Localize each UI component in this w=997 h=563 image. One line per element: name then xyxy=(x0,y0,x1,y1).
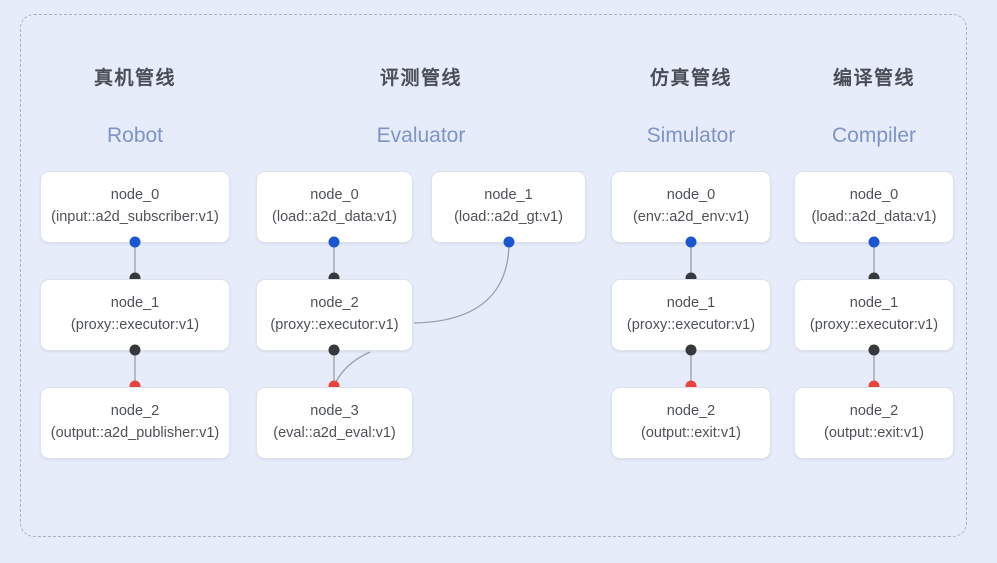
port-evaluator-2-input[interactable] xyxy=(328,272,340,284)
port-robot-1-output[interactable] xyxy=(129,344,141,356)
node-compiler-1-name: node_1 xyxy=(849,295,899,312)
column-subtitle-robot: Robot xyxy=(106,124,164,147)
node-robot-2-name: node_2 xyxy=(110,403,160,420)
node-evaluator-2-type: (proxy::executor:v1) xyxy=(270,317,399,333)
node-simulator-1-name: node_1 xyxy=(666,295,716,312)
node-simulator-1[interactable]: node_1 (proxy::executor:v1) xyxy=(611,279,771,351)
column-subtitle-compiler: Compiler xyxy=(831,124,917,147)
node-robot-2-type: (output::a2d_publisher:v1) xyxy=(50,425,220,441)
edge-eval-executor-to-eval xyxy=(333,351,371,387)
node-robot-2[interactable]: node_2 (output::a2d_publisher:v1) xyxy=(40,387,230,459)
port-evaluator-2-output[interactable] xyxy=(328,344,340,356)
node-compiler-2[interactable]: node_2 (output::exit:v1) xyxy=(794,387,954,459)
column-title-robot: 真机管线 xyxy=(93,68,176,89)
port-evaluator-1-output[interactable] xyxy=(503,236,515,248)
port-evaluator-3-input[interactable] xyxy=(328,380,340,392)
port-simulator-1-output[interactable] xyxy=(685,344,697,356)
node-simulator-2-type: (output::exit:v1) xyxy=(641,425,741,441)
port-simulator-2-input[interactable] xyxy=(685,380,697,392)
node-simulator-2[interactable]: node_2 (output::exit:v1) xyxy=(611,387,771,459)
port-simulator-1-input[interactable] xyxy=(685,272,697,284)
node-simulator-1-type: (proxy::executor:v1) xyxy=(626,317,756,333)
port-compiler-1-input[interactable] xyxy=(868,272,880,284)
node-robot-1[interactable]: node_1 (proxy::executor:v1) xyxy=(40,279,230,351)
port-robot-2-input[interactable] xyxy=(129,380,141,392)
port-simulator-0-output[interactable] xyxy=(685,236,697,248)
node-evaluator-1-type: (load::a2d_gt:v1) xyxy=(454,209,563,225)
node-evaluator-3[interactable]: node_3 (eval::a2d_eval:v1) xyxy=(256,387,413,459)
node-simulator-2-name: node_2 xyxy=(666,403,716,420)
node-evaluator-2[interactable]: node_2 (proxy::executor:v1) xyxy=(256,279,413,351)
node-robot-0-type: (input::a2d_subscriber:v1) xyxy=(51,209,219,225)
column-subtitle-simulator: Simulator xyxy=(646,124,736,147)
column-title-compiler: 编译管线 xyxy=(832,68,915,89)
node-evaluator-3-name: node_3 xyxy=(310,403,359,420)
port-compiler-1-output[interactable] xyxy=(868,344,880,356)
node-compiler-0-type: (load::a2d_data:v1) xyxy=(811,209,937,225)
node-compiler-0-name: node_0 xyxy=(849,187,899,204)
node-robot-1-type: (proxy::executor:v1) xyxy=(70,317,200,333)
node-evaluator-2-name: node_2 xyxy=(310,295,359,312)
node-simulator-0-name: node_0 xyxy=(666,187,716,204)
port-evaluator-0-output[interactable] xyxy=(328,236,340,248)
node-evaluator-0-type: (load::a2d_data:v1) xyxy=(272,209,397,225)
node-compiler-2-name: node_2 xyxy=(849,403,899,420)
node-robot-0-name: node_0 xyxy=(110,187,160,204)
node-evaluator-0[interactable]: node_0 (load::a2d_data:v1) xyxy=(256,171,413,243)
node-compiler-2-type: (output::exit:v1) xyxy=(824,425,924,441)
port-robot-1-input[interactable] xyxy=(129,272,141,284)
port-compiler-0-output[interactable] xyxy=(868,236,880,248)
node-robot-1-name: node_1 xyxy=(110,295,160,312)
node-compiler-0[interactable]: node_0 (load::a2d_data:v1) xyxy=(794,171,954,243)
node-compiler-1-type: (proxy::executor:v1) xyxy=(809,317,939,333)
node-compiler-1[interactable]: node_1 (proxy::executor:v1) xyxy=(794,279,954,351)
node-evaluator-0-name: node_0 xyxy=(310,187,359,204)
node-simulator-0-type: (env::a2d_env:v1) xyxy=(632,209,750,225)
edge-eval-gt-to-executor xyxy=(413,241,510,324)
node-robot-0[interactable]: node_0 (input::a2d_subscriber:v1) xyxy=(40,171,230,243)
port-compiler-2-input[interactable] xyxy=(868,380,880,392)
node-evaluator-1[interactable]: node_1 (load::a2d_gt:v1) xyxy=(431,171,586,243)
column-title-evaluator: 评测管线 xyxy=(379,68,462,89)
node-evaluator-3-type: (eval::a2d_eval:v1) xyxy=(273,425,396,441)
port-robot-0-output[interactable] xyxy=(129,236,141,248)
column-title-simulator: 仿真管线 xyxy=(649,68,732,89)
node-evaluator-1-name: node_1 xyxy=(484,187,533,204)
node-simulator-0[interactable]: node_0 (env::a2d_env:v1) xyxy=(611,171,771,243)
column-subtitle-evaluator: Evaluator xyxy=(376,124,466,147)
